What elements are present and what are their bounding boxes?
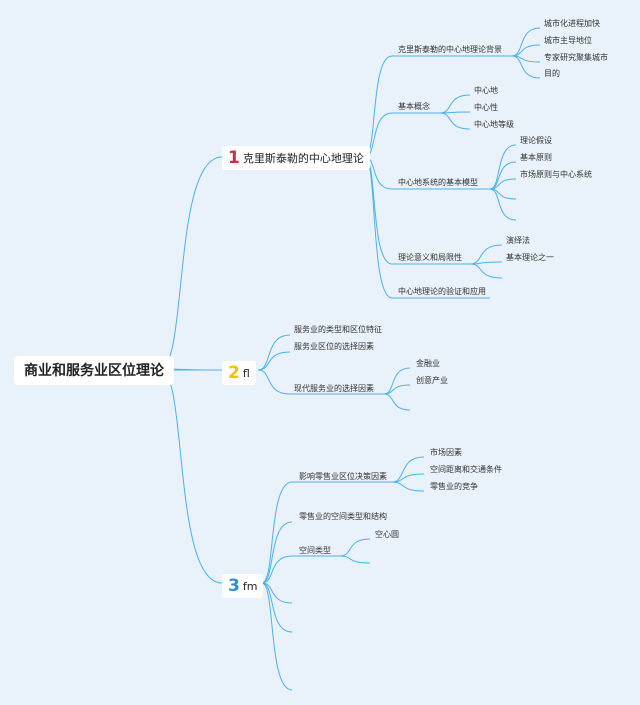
connector-b2-s2-2 (383, 393, 411, 411)
subtopic-basic-model[interactable]: 中心地系统的基本模型 (398, 178, 478, 187)
subtopic-retail-factors[interactable]: 影响零售业区位决策因素 (299, 472, 387, 481)
leaf-hierarchy[interactable]: 中心地等级 (474, 120, 514, 129)
leaf-principles[interactable]: 基本原则 (520, 153, 552, 162)
connector-b2-sub-1 (257, 351, 291, 371)
connector-b1-s2-4 (489, 188, 517, 221)
connector-b1-s0-0 (511, 27, 541, 57)
connector-b3-s0-2 (391, 481, 425, 492)
subtopic-modern-service[interactable]: 现代服务业的选择因素 (294, 384, 374, 393)
subtopic-background[interactable]: 克里斯泰勒的中心地理论背景 (398, 45, 502, 54)
leaf-purpose[interactable]: 目的 (544, 69, 560, 78)
main-topic-2[interactable]: 2 fl (222, 361, 256, 385)
leaf-city-dominance[interactable]: 城市主导地位 (544, 36, 592, 45)
connector-b1-s3-0 (469, 244, 503, 265)
leaf-finance[interactable]: 金融业 (416, 359, 440, 368)
subtopic-verification[interactable]: 中心地理论的验证和应用 (398, 287, 486, 296)
connector-b3-sub-2 (261, 555, 293, 584)
connector-b1-s0-3 (511, 55, 541, 79)
connector-b1-sub-3 (364, 156, 393, 265)
connector-b3-sub-1 (261, 521, 293, 584)
connector-b1-s1-2 (439, 112, 471, 130)
connector-b1-sub-0 (364, 55, 393, 158)
connector-b3-sub-0 (261, 481, 293, 584)
topic-label-2: fl (242, 366, 250, 380)
root-topic[interactable]: 商业和服务业区位理论 (14, 356, 174, 385)
leaf-creative[interactable]: 创意产业 (416, 376, 448, 385)
connector-b2-s2-0 (383, 367, 411, 395)
subtopic-significance[interactable]: 理论意义和局限性 (398, 253, 462, 262)
connector-b3-sub-5 (261, 582, 293, 691)
subtopic-retail-structure[interactable]: 零售业的空间类型和结构 (299, 512, 387, 521)
leaf-centrality[interactable]: 中心性 (474, 103, 498, 112)
subtopic-basic-concepts[interactable]: 基本概念 (398, 102, 430, 111)
leaf-expert-research[interactable]: 专家研究聚集城市 (544, 53, 608, 62)
leaf-market-factors[interactable]: 市场因素 (430, 448, 462, 457)
subtopic-spatial-types[interactable]: 空间类型 (299, 546, 331, 555)
leaf-assumptions[interactable]: 理论假设 (520, 136, 552, 145)
connector-b2-sub-0 (257, 334, 291, 371)
topic-number-1: 1 (228, 148, 240, 168)
leaf-market-principle[interactable]: 市场原则与中心系统 (520, 170, 592, 179)
connector-b1-sub-4 (364, 156, 393, 299)
main-topic-3[interactable]: 3 fm (222, 574, 264, 598)
connector-b2-s2-1 (383, 384, 411, 395)
connector-b1-s3-2 (469, 263, 503, 279)
subtopic-service-types[interactable]: 服务业的类型和区位特征 (294, 325, 382, 334)
connector-b2-sub-2 (257, 369, 291, 395)
connector-b1-s2-1 (489, 161, 517, 190)
topic-label-3: fm (242, 579, 258, 593)
connector-root-1 (159, 156, 223, 370)
leaf-central-place[interactable]: 中心地 (474, 86, 498, 95)
leaf-urbanization[interactable]: 城市化进程加快 (544, 19, 600, 28)
leaf-competition[interactable]: 零售业的竞争 (430, 482, 478, 491)
topic-label-1: 克里斯泰勒的中心地理论 (242, 152, 364, 165)
connector-b3-sub-4 (261, 582, 293, 633)
leaf-deduction[interactable]: 演绎法 (506, 236, 530, 245)
leaf-hollow-circle[interactable]: 空心圆 (375, 530, 399, 539)
main-topic-1[interactable]: 1 克里斯泰勒的中心地理论 (222, 146, 370, 170)
leaf-distance-transport[interactable]: 空间距离和交通条件 (430, 465, 502, 474)
connector-b1-s2-0 (489, 144, 517, 190)
leaf-basic-theory[interactable]: 基本理论之一 (506, 253, 554, 262)
connector-b1-s2-2 (489, 178, 517, 190)
topic-number-2: 2 (228, 363, 240, 383)
connector-b3-s2-1 (339, 555, 371, 564)
connector-b3-s2-0 (339, 538, 371, 557)
connector-b1-s1-0 (439, 94, 471, 114)
connector-root-3 (159, 368, 223, 584)
subtopic-service-location[interactable]: 服务业区位的选择因素 (294, 342, 374, 351)
topic-number-3: 3 (228, 576, 240, 596)
connector-b3-s0-0 (391, 456, 425, 483)
